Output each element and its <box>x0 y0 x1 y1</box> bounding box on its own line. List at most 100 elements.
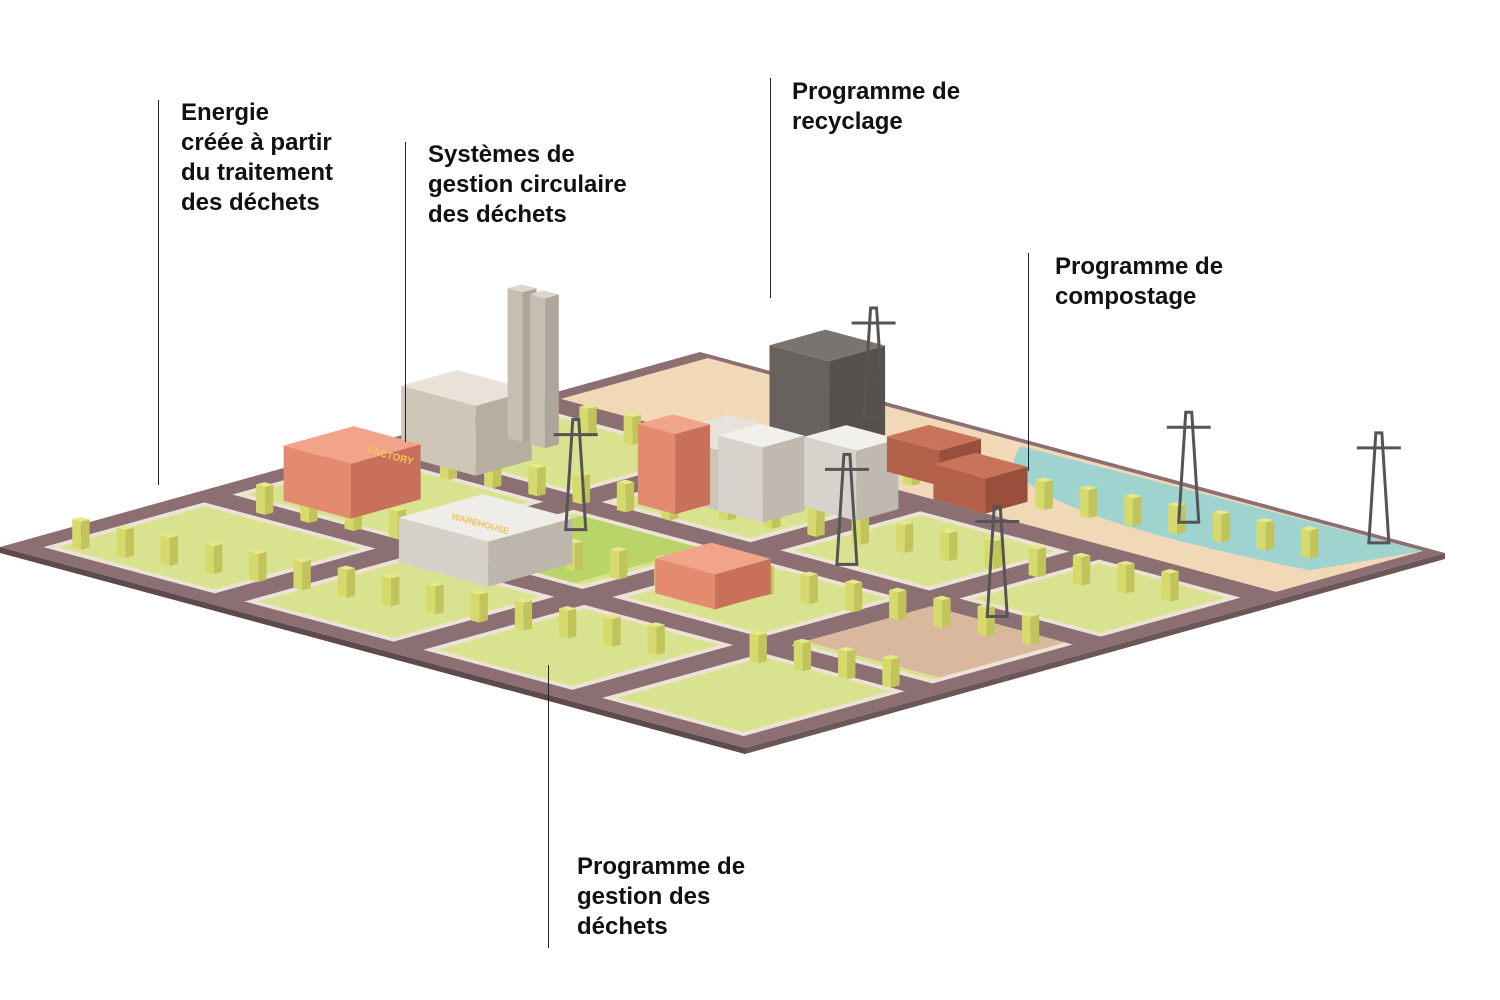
tree-face <box>249 551 259 583</box>
tree <box>882 654 900 688</box>
tree <box>800 571 818 605</box>
tree-face <box>249 549 267 555</box>
tree-face <box>1132 496 1142 527</box>
tree-face <box>1300 528 1310 559</box>
tree-face <box>844 579 863 585</box>
tree-face <box>426 584 436 615</box>
tree-face <box>616 481 626 513</box>
power-pylon <box>835 452 859 566</box>
tree <box>72 516 90 550</box>
recycling-plant-face <box>769 329 886 362</box>
leader-line-composting <box>1028 253 1029 471</box>
tree <box>1021 611 1040 645</box>
shop-building-face <box>655 558 715 610</box>
tree <box>256 482 274 515</box>
tree <box>603 614 621 647</box>
tree-face <box>610 546 628 552</box>
tree-face <box>800 573 810 605</box>
tree-face <box>1212 509 1230 515</box>
tree-face <box>942 598 951 629</box>
tree-face <box>816 506 825 537</box>
tree-face <box>125 527 134 558</box>
tree-face <box>523 600 533 631</box>
tree-face <box>256 482 274 487</box>
tree-face <box>528 465 538 497</box>
factory-building-face <box>350 444 421 519</box>
tree-face <box>749 632 759 664</box>
tree-face <box>949 530 958 562</box>
tree <box>616 479 635 513</box>
tree-face <box>72 519 82 550</box>
tree-face <box>1079 485 1098 491</box>
tree <box>1072 552 1091 586</box>
tree-face <box>337 565 356 571</box>
tree-face <box>807 506 817 537</box>
tree <box>528 463 546 497</box>
shop-building <box>655 542 771 610</box>
tree-face <box>537 465 546 497</box>
apartment-building-face <box>637 414 711 435</box>
tree-face <box>559 608 568 639</box>
tree-face <box>758 633 767 664</box>
power-pylon <box>1367 431 1391 545</box>
tree-face <box>205 543 214 575</box>
tree-face <box>256 484 265 515</box>
tree-face <box>479 592 488 623</box>
tree-face <box>1265 520 1275 551</box>
tree-face <box>81 519 90 550</box>
tree-face <box>1212 512 1222 543</box>
tree-face <box>293 559 303 591</box>
warehouse-building-face <box>398 494 573 542</box>
factory-building-face <box>283 445 351 519</box>
tree-face <box>1030 614 1040 645</box>
tree-face <box>1037 547 1046 578</box>
tree-face <box>559 606 577 611</box>
tree-face <box>895 522 905 554</box>
tree-face <box>793 638 812 644</box>
tree-face <box>1028 547 1038 578</box>
tree-face <box>1123 493 1142 499</box>
tree-face <box>572 473 582 505</box>
office-building-face <box>718 435 763 523</box>
tree-face <box>853 581 863 613</box>
house <box>933 452 1028 514</box>
tree-face <box>625 482 635 513</box>
chimney-face <box>507 284 537 293</box>
tree-face <box>514 600 524 631</box>
tree-face <box>749 630 767 636</box>
tree <box>1256 517 1275 551</box>
tree-face <box>1028 544 1046 550</box>
tree-face <box>1256 517 1275 523</box>
tree-face <box>588 406 597 438</box>
tree <box>470 589 488 623</box>
tree-face <box>574 541 584 572</box>
waste-to-energy-plant-face <box>401 370 532 406</box>
leader-line-waste-management <box>548 665 549 948</box>
tree-face <box>72 516 90 522</box>
tree-face <box>1072 555 1082 586</box>
tree <box>160 533 179 566</box>
tree-face <box>337 567 347 599</box>
tree-face <box>882 654 900 660</box>
tree-face <box>1170 571 1179 602</box>
tree-face <box>793 641 803 672</box>
house-face <box>933 464 986 514</box>
tree <box>426 581 444 615</box>
tree-face <box>882 657 892 688</box>
power-pylon <box>862 306 886 420</box>
tree-face <box>302 559 311 591</box>
tree <box>647 622 665 656</box>
apartment-building-face <box>675 424 711 515</box>
tree-face <box>933 595 951 601</box>
tree-face <box>435 584 444 615</box>
tree-face <box>623 414 633 446</box>
ground-edge-right <box>745 553 1445 754</box>
tree-face <box>1168 504 1178 535</box>
tree-face <box>205 541 223 547</box>
tree-face <box>802 641 812 672</box>
leader-line-circular <box>405 142 406 442</box>
tree-face <box>1021 614 1031 645</box>
tree-face <box>1309 528 1319 559</box>
compost-field <box>805 606 1066 678</box>
tree <box>1123 493 1142 527</box>
